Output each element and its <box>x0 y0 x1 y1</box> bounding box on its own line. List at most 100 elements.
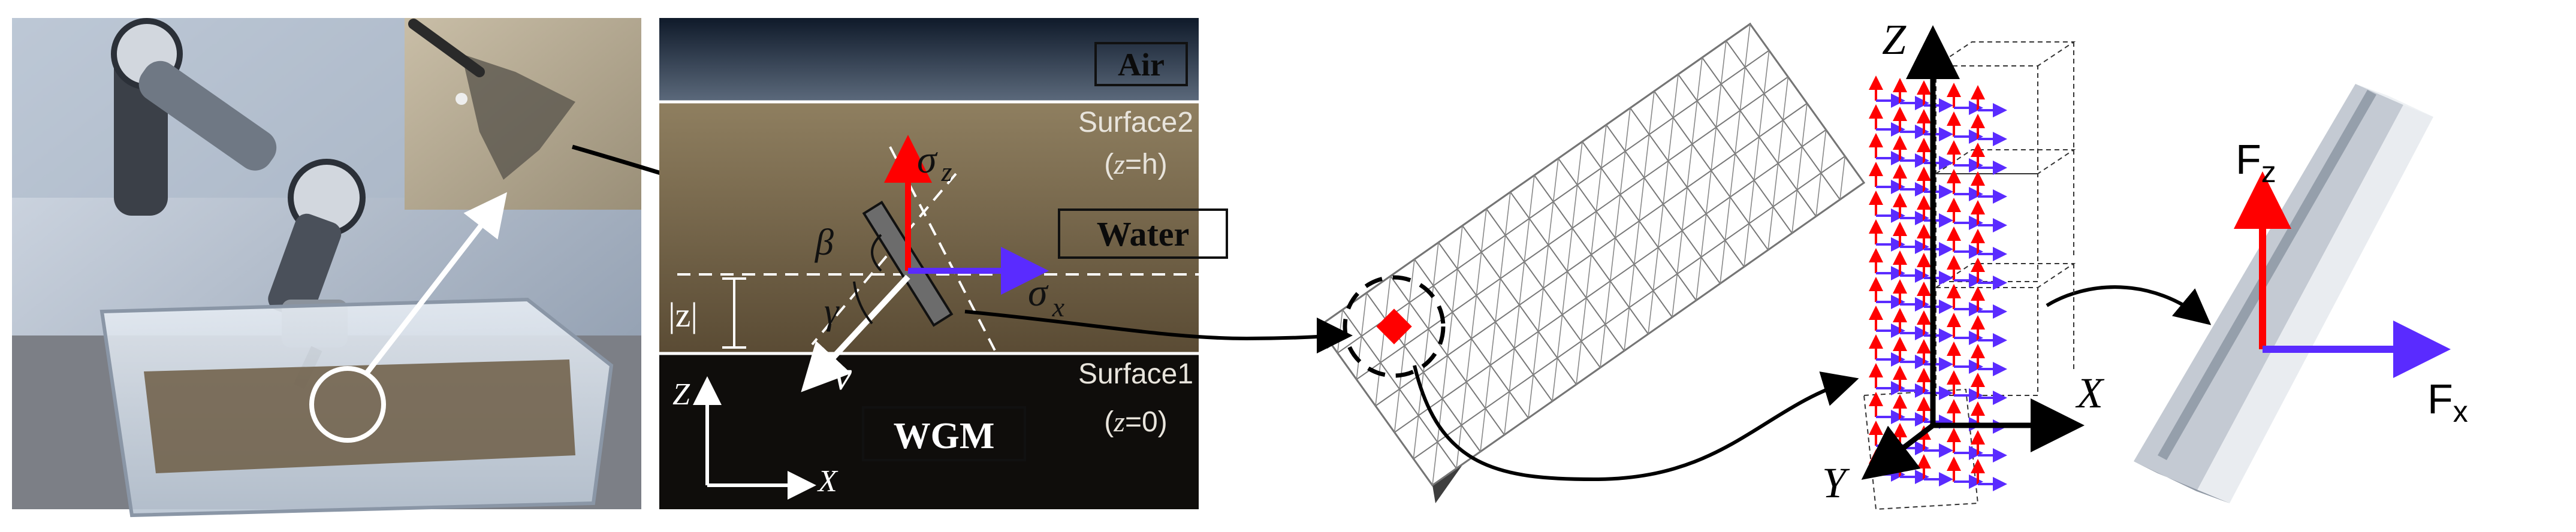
element-box <box>1935 65 2038 174</box>
plate-groove <box>2158 90 2376 460</box>
mesh-diagonal <box>1615 194 1621 238</box>
element-box <box>1935 173 2038 282</box>
mesh-diagonal <box>1489 322 1496 365</box>
mesh-element-highlight <box>1376 309 1412 344</box>
mesh-diagonal <box>1624 307 1630 351</box>
inset-shadow <box>461 54 575 180</box>
mesh-diagonal <box>1480 408 1486 452</box>
mesh-diagonal <box>1504 391 1510 435</box>
connector-arrow-3 <box>1413 365 1859 482</box>
robot-arm <box>111 18 366 389</box>
mesh-diagonal <box>1696 58 1703 101</box>
mesh-diagonal <box>1619 151 1626 195</box>
mesh-diagonal <box>1509 348 1515 392</box>
velocity-dashed-line <box>811 173 957 346</box>
mesh-diagonal <box>1663 161 1669 204</box>
mesh-diagonal <box>1361 292 1367 337</box>
mesh-diagonal <box>1543 244 1549 289</box>
mesh-diagonal <box>1557 315 1563 358</box>
gamma-label: γ <box>824 291 840 332</box>
velocity-arrow <box>801 274 910 392</box>
mesh-diagonal <box>1393 389 1400 433</box>
air-label-box <box>1094 42 1188 86</box>
mesh-diagonal <box>1739 67 1746 111</box>
intruder-scene-panel: Air Surface2 (z=h) Water Surface1 (z=0) … <box>659 18 1228 509</box>
air-label: Air <box>1118 47 1165 83</box>
water-label-box <box>1058 208 1228 259</box>
element-boxes <box>1863 41 2076 510</box>
surface1-condition: (z=0) <box>1104 406 1167 438</box>
mesh-diagonal <box>1504 192 1511 235</box>
connector-arrow-4 <box>2046 285 2212 325</box>
mesh-diagonal <box>1437 398 1443 442</box>
element-z-label: Z <box>1882 16 1907 64</box>
mesh-diagonal <box>1552 358 1558 401</box>
mesh-diagonal <box>1724 197 1731 241</box>
inset-tool <box>408 19 485 77</box>
mesh-diagonal <box>1528 374 1534 418</box>
mesh-diagonal <box>1782 77 1789 120</box>
mesh-diagonal <box>1672 274 1678 318</box>
mesh-diagonal <box>1456 225 1463 269</box>
mesh-diagonal <box>1729 153 1736 197</box>
surface1-label: Surface1 <box>1078 358 1193 390</box>
mesh-diagonal <box>1735 110 1741 154</box>
mesh-diagonal <box>1585 254 1592 298</box>
mesh-diagonal <box>1652 247 1659 291</box>
mesh-diagonal <box>1796 146 1803 191</box>
mesh-diagonal <box>1657 204 1664 248</box>
mesh-diagonal <box>1528 175 1535 219</box>
mesh-diagonal <box>1672 74 1679 118</box>
mesh-diagonal <box>1471 295 1477 339</box>
beta-label: β <box>815 222 834 263</box>
mesh-diagonal <box>1777 120 1784 164</box>
wgm-label: WGM <box>894 416 995 457</box>
mesh-diagonal <box>1580 298 1587 341</box>
mesh-diagonal <box>1748 180 1755 224</box>
inset-tip <box>456 93 467 105</box>
mesh-diagonal <box>1441 355 1448 399</box>
force-element-panel: Z X Y <box>1822 16 2105 510</box>
mesh-diagonal <box>1801 103 1808 147</box>
air-region <box>659 18 1199 102</box>
mesh-diagonal <box>1548 201 1554 245</box>
mesh-diagonal <box>1408 259 1415 303</box>
fx-label: Fx <box>2427 376 2468 428</box>
mesh-diagonal <box>1633 220 1640 265</box>
mesh-diagonal <box>1552 158 1559 202</box>
resultant-force-panel: Fz Fx <box>2134 84 2468 503</box>
mesh-diagonal <box>1432 442 1438 486</box>
mesh-diagonal <box>1399 346 1405 389</box>
mesh-diagonal <box>1696 257 1702 301</box>
element-y-label: Y <box>1822 459 1850 507</box>
intruder-axis-line <box>889 146 996 351</box>
mesh-diagonal <box>1820 129 1827 173</box>
velocity-label: v <box>833 353 852 399</box>
mesh-diagonal <box>1667 117 1674 161</box>
mesh-diagonal <box>1720 240 1726 284</box>
mesh-diagonal <box>1533 331 1539 375</box>
connector-arrow-2 <box>964 310 1353 354</box>
inset-callout-arrow <box>363 192 508 376</box>
mesh-diagonal <box>1576 341 1582 385</box>
mesh-diagonal <box>1628 264 1635 308</box>
mesh-diagonal <box>1705 170 1712 214</box>
mesh-diagonal <box>1452 268 1458 313</box>
mesh-diagonal <box>1791 189 1798 234</box>
mesh-diagonal <box>1567 228 1573 272</box>
mesh-diagonal <box>1595 168 1602 211</box>
mesh-diagonal <box>1356 336 1362 380</box>
mesh-diagonal <box>1763 50 1770 94</box>
mesh-diagonal <box>1839 156 1846 200</box>
mesh-diagonal <box>1447 312 1453 356</box>
mesh-diagonal <box>1384 276 1391 320</box>
scene-z-label: Z <box>672 377 690 412</box>
mesh-diagonal <box>1681 187 1688 231</box>
mesh-diagonal <box>1711 127 1717 171</box>
surface2-condition: (z=h) <box>1104 149 1167 180</box>
mesh-plate-panel <box>1317 22 1866 503</box>
mesh-diagonal <box>1720 40 1727 84</box>
